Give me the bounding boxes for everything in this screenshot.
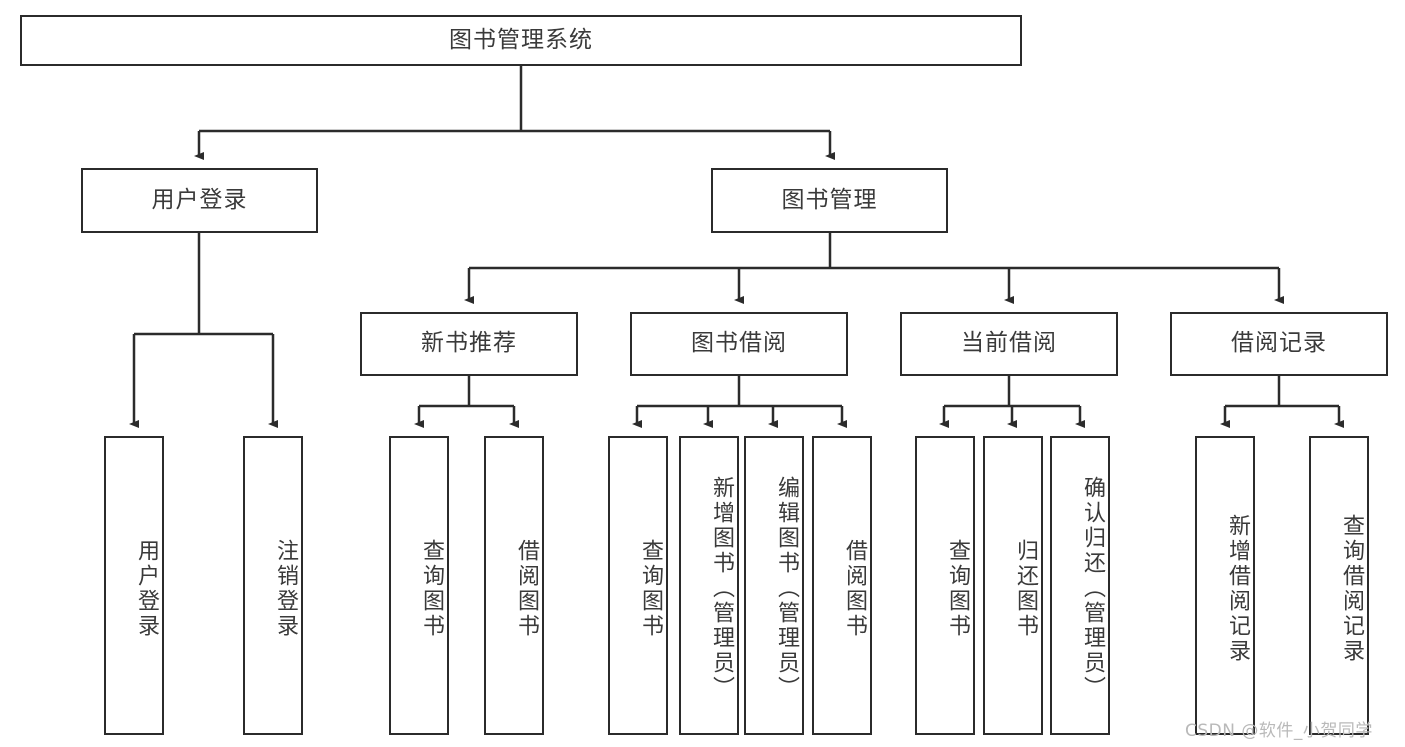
- leaf-recommend-query-book[interactable]: 查询图书: [389, 436, 449, 735]
- leaf-borrow-borrow-book[interactable]: 借阅图书: [812, 436, 872, 735]
- node-new-book-recommend[interactable]: 新书推荐: [360, 312, 578, 376]
- leaf-current-confirm-return[interactable]: 确认归还（管理员）: [1050, 436, 1110, 735]
- node-book-management[interactable]: 图书管理: [711, 168, 948, 233]
- node-user-login[interactable]: 用户登录: [81, 168, 318, 233]
- leaf-borrow-edit-book[interactable]: 编辑图书（管理员）: [744, 436, 804, 735]
- leaf-borrow-add-book[interactable]: 新增图书（管理员）: [679, 436, 739, 735]
- node-current-borrow[interactable]: 当前借阅: [900, 312, 1118, 376]
- node-borrow-record[interactable]: 借阅记录: [1170, 312, 1388, 376]
- leaf-current-query-book[interactable]: 查询图书: [915, 436, 975, 735]
- leaf-record-add[interactable]: 新增借阅记录: [1195, 436, 1255, 735]
- node-book-borrow[interactable]: 图书借阅: [630, 312, 848, 376]
- watermark-text: CSDN @软件_小贺同学: [1185, 721, 1373, 741]
- leaf-recommend-borrow-book[interactable]: 借阅图书: [484, 436, 544, 735]
- leaf-record-query[interactable]: 查询借阅记录: [1309, 436, 1369, 735]
- leaf-borrow-query-book[interactable]: 查询图书: [608, 436, 668, 735]
- node-root[interactable]: 图书管理系统: [20, 15, 1022, 66]
- leaf-current-return-book[interactable]: 归还图书: [983, 436, 1043, 735]
- leaf-user-login[interactable]: 用户登录: [104, 436, 164, 735]
- leaf-user-logout[interactable]: 注销登录: [243, 436, 303, 735]
